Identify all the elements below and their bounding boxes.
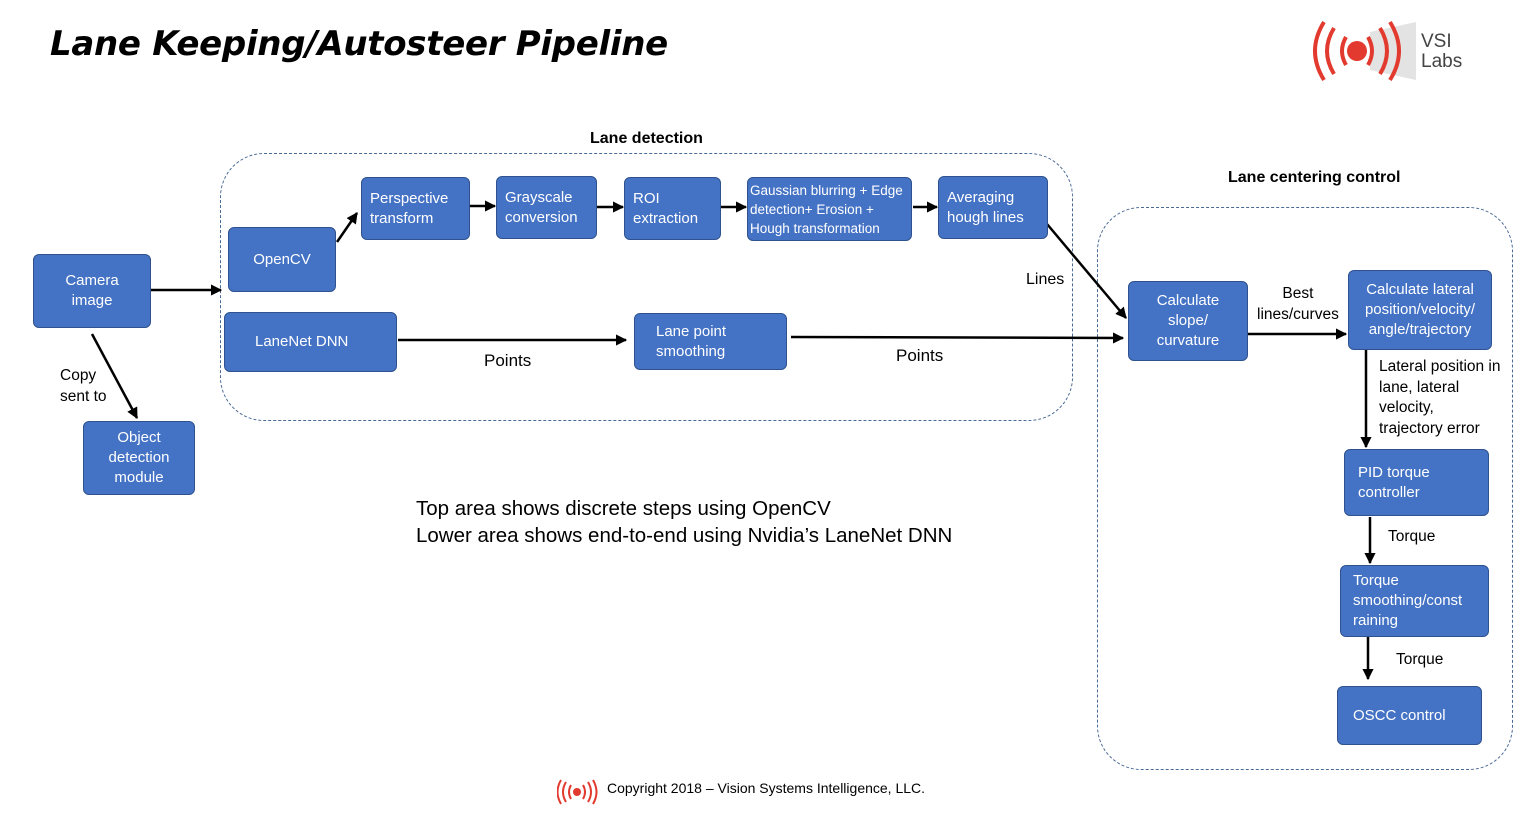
lanenet-label: LaneNet DNN bbox=[255, 333, 349, 350]
slope-curvature-node: Calculate slope/curvature bbox=[1128, 281, 1248, 361]
gaussian-line1: Gaussian blurring + Edge bbox=[750, 182, 903, 198]
best-line1: Best bbox=[1282, 285, 1314, 302]
lanenet-dnn-node: LaneNet DNN bbox=[224, 312, 397, 372]
averaging-line1: Averaging bbox=[947, 188, 1015, 206]
torque-label-1: Torque bbox=[1388, 528, 1436, 545]
torque-smoothing-node: Torque smoothing/const raining bbox=[1340, 565, 1489, 637]
grayscale-conversion-node: Grayscale conversion bbox=[496, 176, 597, 239]
lane-centering-label: Lane centering control bbox=[1228, 169, 1401, 186]
lateral-line3: angle/trajectory bbox=[1368, 321, 1472, 338]
lateral-out-line1: Lateral position in bbox=[1379, 358, 1501, 375]
lane-point-smoothing-node: Lane point smoothing bbox=[634, 313, 787, 370]
pid-torque-controller-node: PID torque controller bbox=[1344, 449, 1489, 516]
oscc-label: OSCC control bbox=[1353, 706, 1446, 724]
perspective-line1: Perspective bbox=[370, 189, 449, 207]
lane-detection-label: Lane detection bbox=[590, 130, 703, 147]
slope-line1: Calculate bbox=[1156, 292, 1220, 309]
opencv-label: OpenCV bbox=[253, 250, 311, 268]
arrow-camera-object bbox=[90, 333, 139, 419]
lines-label: Lines bbox=[1026, 271, 1065, 288]
lateral-line2: position/velocity/ bbox=[1364, 301, 1476, 318]
lateral-line1: Calculate lateral bbox=[1366, 281, 1474, 298]
arrow-lanepoint-slope bbox=[790, 332, 1125, 344]
roi-line2: extraction bbox=[633, 209, 699, 227]
object-detection-line1: Object bbox=[117, 429, 161, 446]
note-line2: Lower area shows end-to-end using Nvidia… bbox=[416, 524, 953, 547]
logo-text-line1: VSI bbox=[1421, 31, 1452, 52]
copy-sent-to-label: Copy sent to bbox=[60, 366, 107, 407]
lateral-out-line2: lane, lateral bbox=[1379, 378, 1460, 396]
pid-line1: PID torque bbox=[1358, 463, 1430, 481]
object-detection-line3: module bbox=[114, 469, 164, 486]
points-label-1: Points bbox=[484, 351, 532, 370]
gaussian-hough-node: Gaussian blurring + Edge detection+ Erosi… bbox=[747, 177, 912, 241]
perspective-transform-node: Perspective transform bbox=[361, 177, 470, 240]
camera-image-line2: image bbox=[71, 292, 113, 309]
best-lines-label: Best lines/curves bbox=[1257, 284, 1339, 325]
vsi-labs-logo bbox=[1313, 20, 1416, 82]
note-line1: Top area shows discrete steps using Open… bbox=[416, 497, 831, 520]
gaussian-line3: Hough transformation bbox=[750, 220, 880, 236]
roi-extraction-node: ROI extraction bbox=[624, 177, 721, 240]
perspective-line2: transform bbox=[370, 209, 434, 227]
logo-text-line2: Labs bbox=[1421, 51, 1463, 72]
averaging-line2: hough lines bbox=[947, 208, 1024, 226]
roi-line1: ROI bbox=[633, 189, 660, 207]
slope-line2: slope/ bbox=[1167, 312, 1208, 329]
lateral-out-line3: velocity, bbox=[1379, 399, 1434, 416]
arrow-averaging-slope bbox=[1046, 223, 1127, 319]
lane-point-line2: smoothing bbox=[656, 342, 726, 360]
best-line2: lines/curves bbox=[1257, 305, 1339, 323]
lane-point-line1: Lane point bbox=[656, 322, 727, 340]
copyright-text: Copyright 2018 – Vision Systems Intellig… bbox=[607, 780, 926, 796]
copy-line2: sent to bbox=[60, 387, 107, 405]
description-note: Top area shows discrete steps using Open… bbox=[416, 495, 952, 549]
object-detection-node: Object detection module bbox=[83, 421, 195, 495]
pid-line2: controller bbox=[1358, 483, 1420, 501]
torque-smoothing-line2: smoothing/const bbox=[1353, 592, 1463, 609]
page-title: Lane Keeping/Autosteer Pipeline bbox=[50, 24, 668, 64]
footer-logo-icon bbox=[557, 779, 598, 805]
lane-centering-group bbox=[1097, 207, 1513, 770]
calculate-lateral-node: Calculate lateral position/velocity/angle… bbox=[1348, 270, 1492, 350]
opencv-node: OpenCV bbox=[228, 227, 336, 292]
arrow-opencv-perspective bbox=[335, 212, 359, 243]
torque-label-2: Torque bbox=[1396, 651, 1444, 668]
lateral-out-line4: trajectory error bbox=[1379, 419, 1480, 437]
camera-image-node: Camera image bbox=[33, 254, 151, 328]
grayscale-line1: Grayscale bbox=[505, 188, 573, 206]
lateral-output-label: Lateral position in lane, lateral veloci… bbox=[1379, 357, 1501, 439]
grayscale-line2: conversion bbox=[505, 208, 578, 226]
object-detection-line2: detection bbox=[108, 449, 170, 466]
averaging-hough-node: Averaging hough lines bbox=[938, 176, 1048, 239]
torque-smoothing-line1: Torque bbox=[1353, 572, 1399, 589]
slope-line3: curvature bbox=[1156, 332, 1220, 349]
points-label-2: Points bbox=[896, 346, 944, 365]
torque-smoothing-line3: raining bbox=[1353, 612, 1399, 629]
logo-text: VSI Labs bbox=[1421, 32, 1462, 72]
oscc-control-node: OSCC control bbox=[1337, 686, 1482, 745]
gaussian-line2: detection+ Erosion + bbox=[750, 201, 874, 217]
camera-image-line1: Camera bbox=[65, 272, 119, 289]
copy-line1: Copy bbox=[60, 367, 97, 384]
